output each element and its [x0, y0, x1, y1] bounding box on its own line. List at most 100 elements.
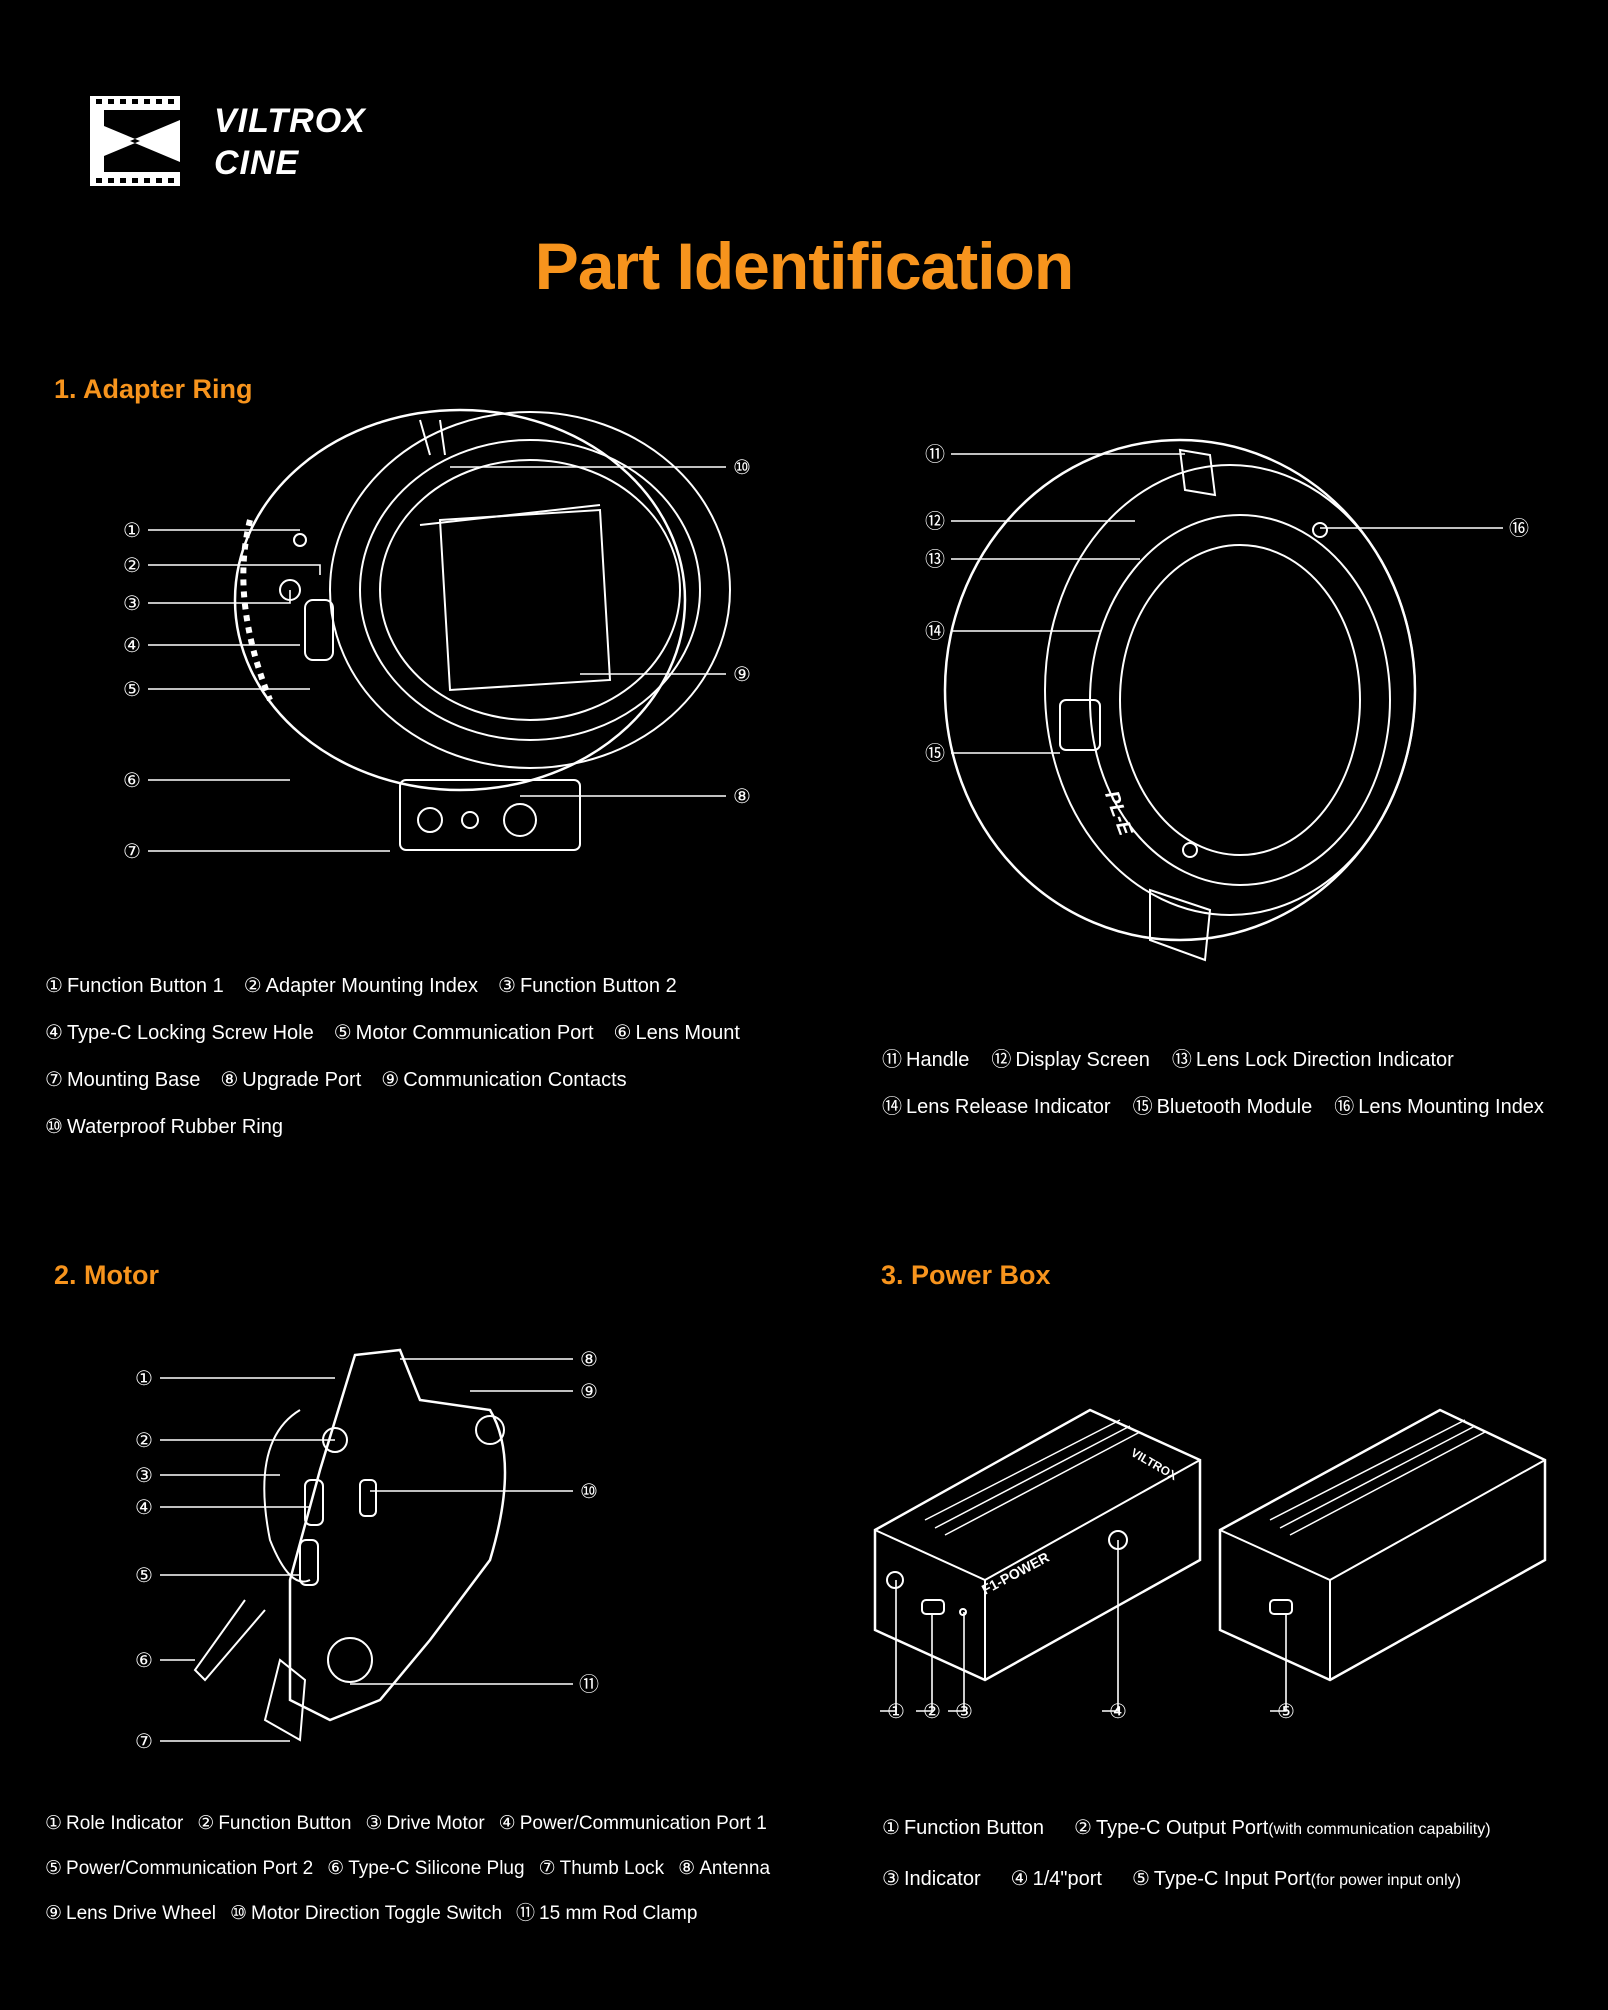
- legend-item-label: Power/Communication Port 2: [66, 1858, 314, 1879]
- callout-number: ③: [135, 1463, 153, 1487]
- adapter-ring-back-illustration: [943, 438, 1417, 962]
- callout-number: ④: [1109, 1699, 1127, 1723]
- legend-item-number: ③: [882, 1866, 900, 1890]
- legend-item-number: ⑨: [381, 1067, 400, 1091]
- adapter-ring-front-illustration: [233, 408, 731, 851]
- callout-number: ①: [887, 1699, 905, 1723]
- legend-item-label: Power/Communication Port 1: [519, 1813, 767, 1834]
- legend-item-number: ①: [45, 1812, 63, 1834]
- legend-item-label: Lens Drive Wheel: [66, 1903, 216, 1924]
- page-title: Part Identification: [534, 229, 1074, 303]
- callout-number: ③: [123, 591, 141, 615]
- legend-item-number: ②: [243, 973, 262, 997]
- legend-item-label: Motor Direction Toggle Switch: [251, 1903, 503, 1924]
- legend-item-number: ⑧: [678, 1857, 696, 1879]
- legend-item-label: Type-C Input Port: [1153, 1868, 1311, 1890]
- legend-item-label: Lens Mounting Index: [1358, 1096, 1544, 1118]
- callout-number: ⑥: [123, 768, 141, 792]
- legend-item-label: Indicator: [903, 1868, 981, 1890]
- legend-item-label: Antenna: [699, 1858, 771, 1879]
- callout-leader-line: [948, 1612, 965, 1712]
- callout-leader-line: [1102, 1540, 1119, 1712]
- section-heading-adapter-ring: 1. Adapter Ring: [54, 374, 253, 404]
- legend-item-label: Function Button 2: [519, 975, 677, 997]
- legend-item-number: ⑦: [45, 1067, 63, 1091]
- legend-item-number: ⑤: [333, 1020, 352, 1044]
- brand-subname: CINE: [214, 144, 300, 182]
- callout-number: ⑬: [925, 547, 945, 571]
- power-box-illustrations: [873, 1408, 1547, 1682]
- legend-item-number: ⑮: [1132, 1094, 1153, 1118]
- callout-number: ⑭: [925, 619, 945, 643]
- legend-item-number: ②: [197, 1812, 215, 1834]
- callout-leader-line: [880, 1580, 897, 1712]
- legend-item-number: ⑫: [991, 1047, 1012, 1071]
- callout-leader-line: [148, 590, 291, 604]
- legend-item-number: ⑪: [516, 1902, 536, 1924]
- callout-number: ③: [955, 1699, 973, 1723]
- callout-number: ⑤: [1277, 1699, 1295, 1723]
- legend-item-number: ⑭: [882, 1094, 902, 1118]
- section-heading-power-box: 3. Power Box: [881, 1260, 1051, 1290]
- callout-number: ⑨: [580, 1379, 598, 1403]
- legend-item-label: Type-C Locking Screw Hole: [66, 1022, 314, 1044]
- legend-item-number: ⑥: [327, 1857, 345, 1879]
- legend-item-number: ⑪: [882, 1047, 902, 1071]
- legend-item-label: Role Indicator: [66, 1813, 184, 1834]
- callout-number: ⑩: [580, 1479, 598, 1503]
- legend-item-number: ⑩: [230, 1902, 248, 1924]
- legend-item-number: ⑩: [45, 1114, 63, 1138]
- callout-number: ⑨: [733, 662, 751, 686]
- legend-item-label: Lens Lock Direction Indicator: [1195, 1049, 1454, 1071]
- callout-number: ⑤: [123, 677, 141, 701]
- legend-item-label: Type-C Silicone Plug: [348, 1858, 525, 1879]
- callout-number: ④: [135, 1495, 153, 1519]
- legend-item-number: ④: [498, 1812, 516, 1834]
- legend-item-label: Lens Release Indicator: [906, 1096, 1111, 1118]
- callout-number: ②: [923, 1699, 941, 1723]
- callout-number: ⑤: [135, 1563, 153, 1587]
- legend-item-label: Drive Motor: [386, 1813, 485, 1834]
- callout-leader-line: [148, 564, 321, 575]
- legend-item-label: Type-C Output Port: [1095, 1817, 1269, 1839]
- legend-item-label: Function Button: [903, 1817, 1045, 1839]
- legend-item-number: ④: [1010, 1866, 1029, 1890]
- legend-item-label: Mounting Base: [66, 1069, 201, 1091]
- legend-item-number: ⑨: [45, 1902, 63, 1924]
- legend-item-label: Handle: [906, 1049, 970, 1071]
- legend-item-number: ⑥: [613, 1020, 632, 1044]
- legend-item-number: ⑬: [1171, 1047, 1192, 1071]
- callout-number: ⑦: [135, 1729, 153, 1753]
- legend-item-note: (with communication capability): [1268, 1821, 1491, 1838]
- legend-item-label: 1/4"port: [1032, 1868, 1102, 1890]
